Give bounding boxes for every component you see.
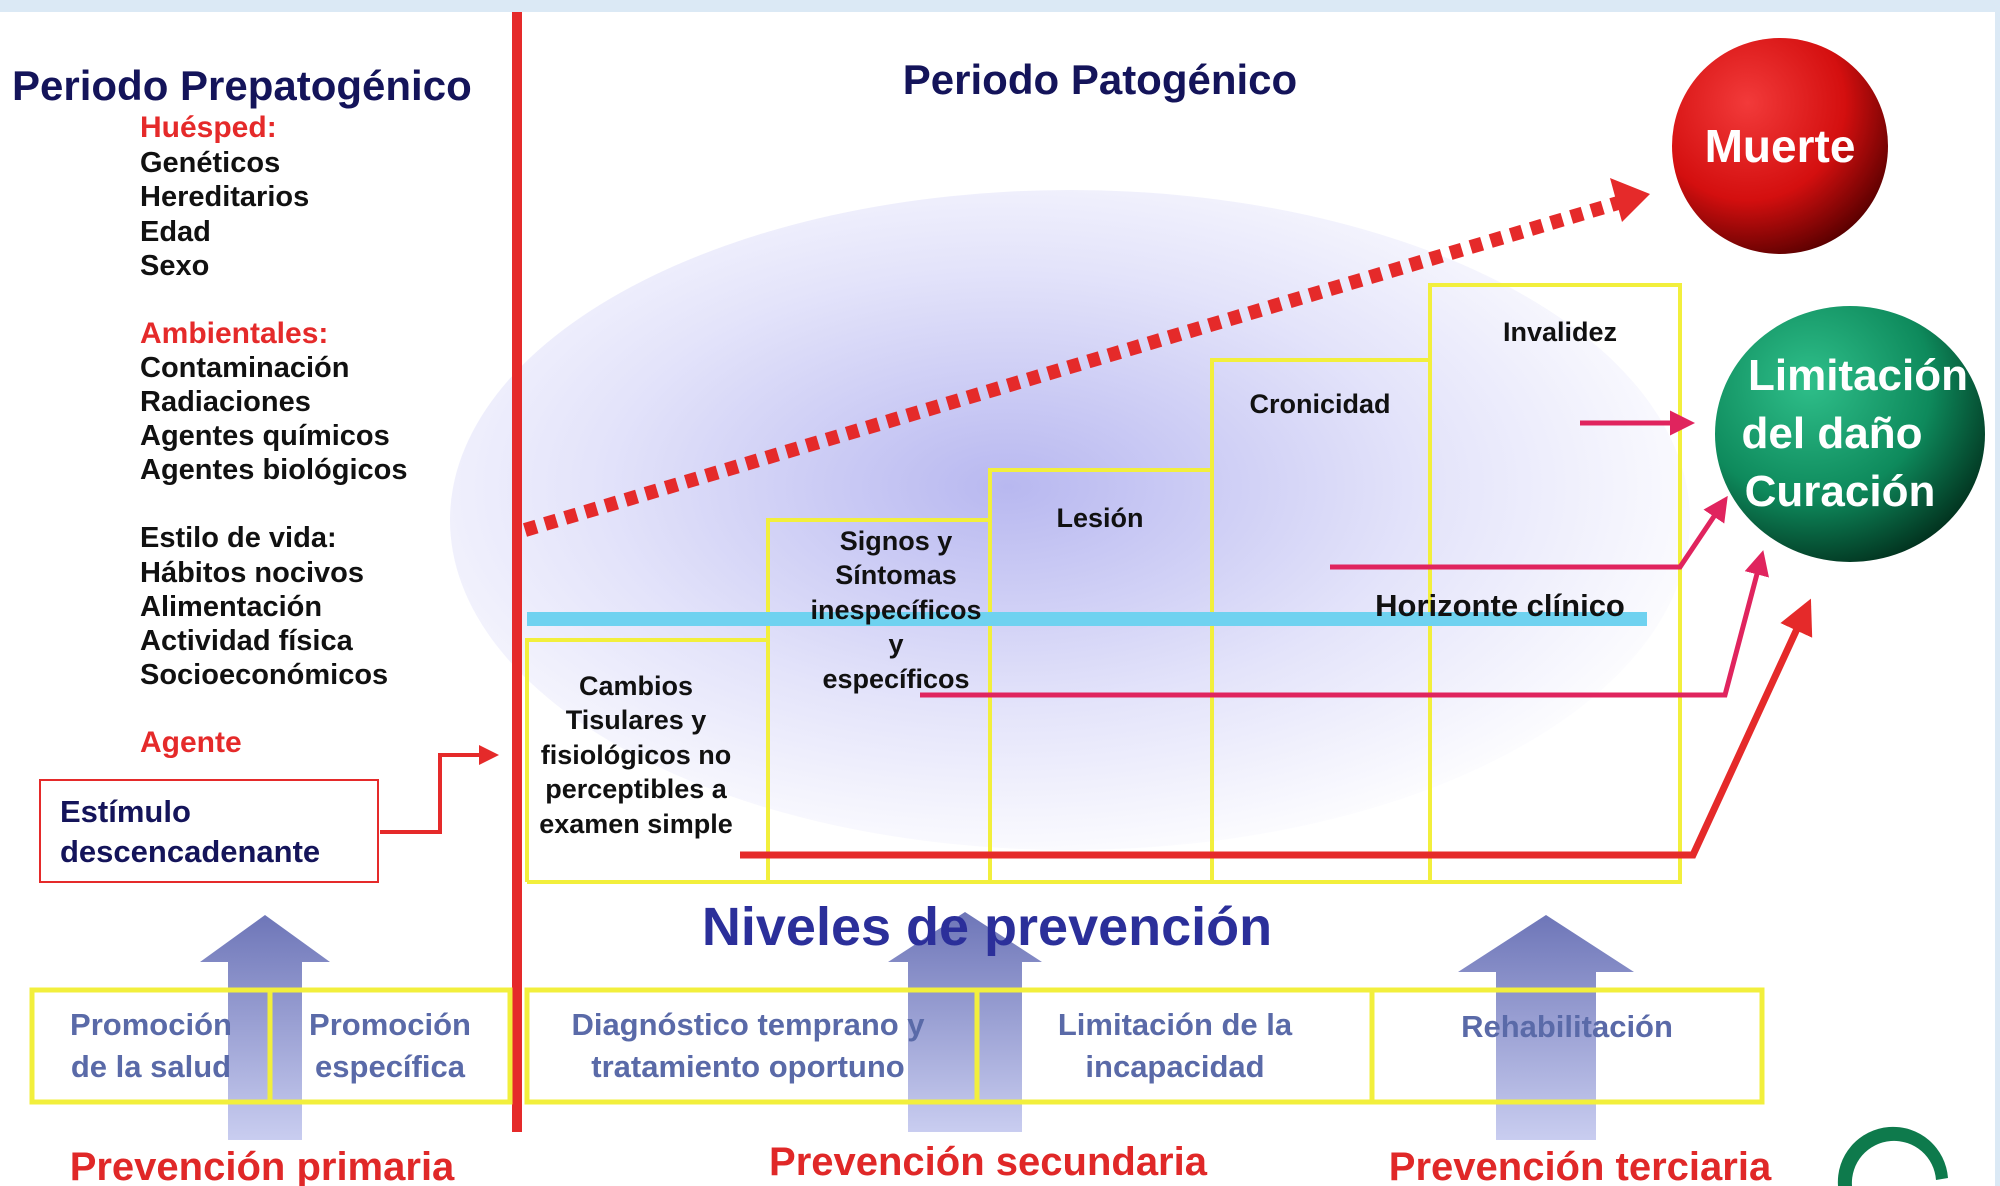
limitation-ball	[1715, 306, 1985, 562]
agent-label: Agente	[140, 726, 242, 759]
lifestyle-item: Alimentación	[140, 591, 322, 623]
stage5-label: Invalidez	[1503, 317, 1617, 347]
host-item: Hereditarios	[140, 181, 309, 213]
prevention-box-text: Limitación de la	[1058, 1007, 1293, 1042]
stimulus-line: Estímulo	[60, 794, 191, 829]
host-item: Genéticos	[140, 147, 280, 179]
environment-item: Radiaciones	[140, 386, 311, 418]
clinical-horizon-line	[527, 612, 1647, 626]
lifestyle-item: Hábitos nocivos	[140, 557, 364, 589]
host-item: Sexo	[140, 250, 209, 282]
period-divider	[512, 12, 522, 1132]
stimulus-arrow	[380, 745, 499, 834]
environment-label: Ambientales:	[140, 317, 328, 350]
stage2-line: Signos y	[840, 526, 953, 556]
stage1-line: fisiológicos no	[541, 740, 732, 770]
secondary-prevention-arrow	[888, 912, 1042, 1132]
prevention-levels-title: Niveles de prevención	[702, 897, 1272, 957]
prepatogenic-title: Periodo Prepatogénico	[12, 62, 472, 109]
tertiary-prevention-label: Prevención terciaria	[1389, 1145, 1772, 1186]
prevention-box-text: Rehabilitación	[1461, 1009, 1673, 1044]
tertiary-prevention-arrow	[1458, 915, 1634, 1140]
pathogenic-glow	[450, 190, 1690, 850]
stage1-line: perceptibles a	[545, 774, 728, 804]
signs-arrow	[920, 550, 1769, 698]
secondary-prevention-label: Prevención secundaria	[769, 1140, 1208, 1184]
clinical-horizon-label: Horizonte clínico	[1375, 588, 1625, 623]
environment-item: Agentes biológicos	[140, 454, 407, 486]
patogenic-title: Periodo Patogénico	[903, 56, 1297, 103]
environment-item: Contaminación	[140, 352, 349, 384]
stage2-line: inespecíficos	[810, 595, 981, 625]
environment-item: Agentes químicos	[140, 420, 390, 452]
stimulus-box	[39, 779, 379, 883]
prevention-box	[1369, 987, 1765, 1105]
stage3-label: Lesión	[1056, 503, 1143, 533]
host-item: Edad	[140, 216, 211, 248]
death-trajectory	[522, 193, 1631, 537]
logo-icon	[1837, 1126, 1948, 1186]
host-label: Huésped:	[140, 111, 277, 144]
lifestyle-label: Estilo de vida:	[140, 522, 337, 554]
primary-prevention-label: Prevención primaria	[70, 1145, 455, 1186]
lifestyle-item: Actividad física	[140, 625, 354, 657]
stimulus-line: descencadenante	[60, 834, 320, 869]
prevention-box-text: Promoción	[309, 1007, 471, 1042]
lifestyle-item: Socioeconómicos	[140, 659, 388, 691]
prevention-box-text: tratamiento oportuno	[591, 1049, 904, 1084]
stage1-line: Cambios	[579, 671, 693, 701]
limitation-line: Limitación	[1748, 351, 1968, 400]
prevention-box-text: incapacidad	[1085, 1049, 1264, 1084]
prevention-box-text: específica	[315, 1049, 466, 1084]
death-arrowhead	[1610, 178, 1650, 222]
prevention-box-text: de la salud	[71, 1049, 231, 1084]
death-label: Muerte	[1705, 120, 1856, 172]
stage2-line: y	[888, 629, 903, 659]
stage1-line: Tisulares y	[566, 705, 707, 735]
stage2-line: Síntomas	[835, 560, 957, 590]
prevention-box-text: Promoción	[70, 1007, 232, 1042]
prevention-box-text: Diagnóstico temprano y	[571, 1007, 925, 1042]
primary-prevention-arrow	[200, 915, 330, 1140]
limitation-line: Curación	[1745, 467, 1936, 516]
changes-arrow	[740, 598, 1813, 859]
chronicity-arrow	[1330, 495, 1728, 570]
stage1-line: examen simple	[539, 809, 733, 839]
stage2-line: específicos	[822, 664, 969, 694]
prevention-box	[267, 987, 513, 1105]
stage4-label: Cronicidad	[1249, 389, 1390, 419]
death-ball	[1672, 38, 1888, 254]
limitation-line: del daño	[1742, 409, 1923, 458]
